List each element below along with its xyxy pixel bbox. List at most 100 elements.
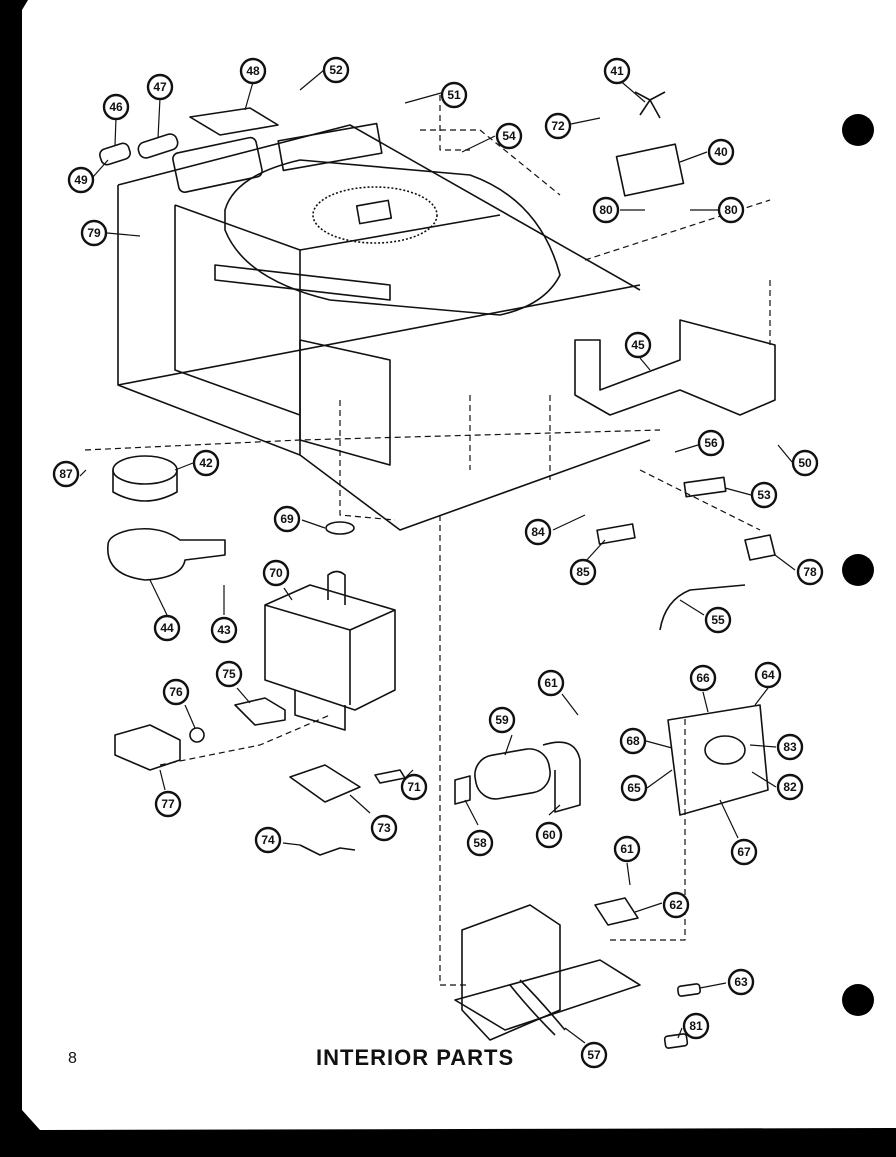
callout-label: 49 — [74, 173, 88, 187]
callout-c78: 78 — [796, 558, 824, 586]
callout-label: 80 — [599, 203, 613, 217]
leader-50 — [777, 444, 793, 463]
part-70-magnetron-stem — [327, 570, 346, 605]
leader-74 — [282, 842, 301, 846]
callout-c85: 85 — [569, 558, 597, 586]
callout-c67: 67 — [730, 838, 758, 866]
callout-circle — [592, 196, 620, 224]
callout-c51: 51 — [440, 81, 468, 109]
callout-c61a: 61 — [537, 669, 565, 697]
leader-56a — [674, 444, 699, 453]
part-69-ring — [325, 521, 355, 535]
callout-circle — [67, 166, 95, 194]
callout-c72: 72 — [544, 112, 572, 140]
callout-label: 83 — [783, 740, 797, 754]
part-58-terminal — [454, 775, 471, 805]
fan-motor — [615, 143, 685, 197]
callout-circle — [697, 429, 725, 457]
callout-c59: 59 — [488, 706, 516, 734]
callout-circle — [239, 57, 267, 85]
callout-circle — [322, 56, 350, 84]
callout-c41: 41 — [603, 57, 631, 85]
leader-59 — [504, 734, 513, 756]
part-63-fuse — [676, 983, 702, 997]
callout-circle — [215, 660, 243, 688]
leader-70 — [283, 587, 293, 601]
callout-circle — [537, 669, 565, 697]
callout-circle — [154, 790, 182, 818]
leader-47 — [157, 97, 161, 139]
callout-circle — [776, 773, 804, 801]
part-55-wire — [659, 584, 746, 631]
callout-label: 75 — [222, 667, 236, 681]
callout-label: 51 — [447, 88, 461, 102]
callout-circle — [727, 968, 755, 996]
callout-c69: 69 — [273, 505, 301, 533]
leader-53 — [724, 487, 752, 496]
callout-circle — [370, 814, 398, 842]
leader-55 — [679, 599, 705, 616]
callout-label: 65 — [627, 781, 641, 795]
leader-66 — [702, 691, 709, 713]
callout-label: 67 — [737, 845, 751, 859]
callout-c80a: 80 — [592, 196, 620, 224]
callout-c40: 40 — [707, 138, 735, 166]
page-title: INTERIOR PARTS — [316, 1045, 515, 1070]
leader-46 — [114, 117, 117, 146]
callout-c56a: 56 — [697, 429, 725, 457]
leader-67 — [719, 799, 739, 839]
callout-label: 74 — [261, 833, 275, 847]
callout-label: 42 — [199, 456, 213, 470]
callout-label: 48 — [246, 64, 260, 78]
callout-c82: 82 — [776, 773, 804, 801]
top-plate — [277, 122, 383, 172]
callout-c64: 64 — [754, 661, 782, 689]
leader-48 — [244, 81, 254, 111]
callout-circle — [52, 460, 80, 488]
callout-c60: 60 — [535, 821, 563, 849]
callout-label: 44 — [160, 621, 174, 635]
part-70-magnetron — [264, 584, 396, 711]
leader-85 — [584, 539, 606, 563]
cavity-rear-panel — [299, 339, 391, 466]
part-75-bracket — [234, 697, 286, 726]
part-62-switch — [594, 897, 639, 926]
leader-75 — [236, 687, 251, 704]
callout-circle — [162, 678, 190, 706]
leader-72 — [570, 117, 601, 125]
callout-label: 46 — [109, 100, 123, 114]
callout-circle — [619, 727, 647, 755]
callout-circle — [400, 773, 428, 801]
leader-49 — [92, 159, 109, 178]
part-60-bracket — [542, 741, 581, 813]
leader-54 — [461, 135, 496, 153]
callout-circle — [704, 606, 732, 634]
callout-circle — [682, 1012, 710, 1040]
guide-line-6 — [84, 429, 661, 451]
callout-circle — [273, 505, 301, 533]
callout-label: 61 — [620, 842, 634, 856]
callout-circle — [776, 733, 804, 761]
callout-c58: 58 — [466, 829, 494, 857]
callout-c49: 49 — [67, 166, 95, 194]
callout-c43: 43 — [210, 616, 238, 644]
callout-circle — [488, 706, 516, 734]
cabinet-base — [117, 284, 651, 531]
guide-line-1 — [439, 95, 470, 151]
binder-hole-top — [842, 114, 874, 146]
callout-c44: 44 — [153, 614, 181, 642]
callout-circle — [791, 449, 819, 477]
callout-label: 84 — [531, 525, 545, 539]
callout-circle — [750, 481, 778, 509]
part-59-capacitor — [474, 748, 551, 800]
part-77-block — [114, 724, 181, 771]
callout-circle — [689, 664, 717, 692]
guide-line-4 — [469, 395, 551, 480]
callout-label: 56 — [704, 436, 718, 450]
part-48-plate — [189, 107, 279, 136]
callout-circle — [730, 838, 758, 866]
callout-c47: 47 — [146, 73, 174, 101]
binder-hole-bottom — [842, 984, 874, 1016]
leader-64 — [754, 687, 769, 706]
